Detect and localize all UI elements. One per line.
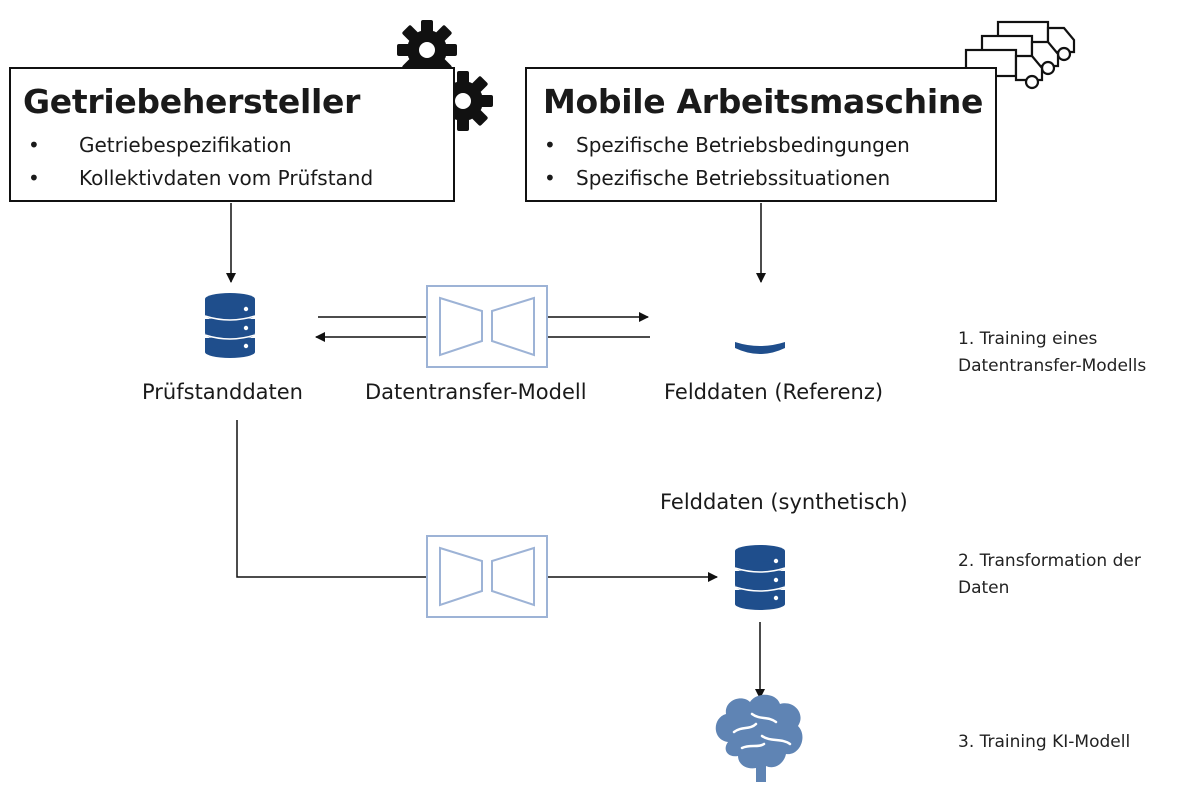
autoencoder-icon: [426, 535, 548, 618]
bullet-icon: •: [544, 133, 556, 157]
bullet-icon: •: [28, 133, 40, 157]
connector-testbench-transform: [236, 420, 427, 578]
bullet-text: Spezifische Betriebssituationen: [576, 166, 891, 190]
database-icon: [204, 293, 256, 358]
autoencoder-icon: [426, 285, 548, 368]
step-2-line-2: Daten: [958, 578, 1010, 598]
test-bench-data-label: Prüfstanddaten: [142, 380, 303, 404]
machine-box: Mobile Arbeitsmaschine • Spezifische Bet…: [525, 67, 997, 202]
transfer-model-label: Datentransfer-Modell: [365, 380, 587, 404]
step-2-line-1: 2. Transformation der: [958, 551, 1141, 571]
step-2: 2. Transformation der Daten: [958, 548, 1141, 602]
field-data-synthetic-label: Felddaten (synthetisch): [660, 490, 908, 514]
step-1-line-1: 1. Training eines: [958, 329, 1098, 349]
database-partial-icon: [735, 342, 785, 354]
field-data-reference-label: Felddaten (Referenz): [664, 380, 884, 404]
manufacturer-title: Getriebehersteller: [23, 82, 361, 121]
trucks-icon: [964, 20, 1076, 90]
manufacturer-box: Getriebehersteller • Getriebespezifikati…: [9, 67, 455, 202]
bullet-text: Kollektivdaten vom Prüfstand: [79, 166, 374, 190]
database-icon: [734, 545, 786, 610]
step-1: 1. Training eines Datentransfer-Modells: [958, 326, 1146, 380]
bullet-icon: •: [28, 166, 40, 190]
step-1-line-2: Datentransfer-Modells: [958, 356, 1147, 376]
bullet-text: Getriebespezifikation: [79, 133, 292, 157]
machine-title: Mobile Arbeitsmaschine: [543, 82, 984, 121]
brain-icon: [715, 694, 803, 782]
step-3: 3. Training KI-Modell: [958, 729, 1130, 756]
step-3-line-1: 3. Training KI-Modell: [958, 732, 1131, 752]
bullet-text: Spezifische Betriebsbedingungen: [576, 133, 910, 157]
bullet-icon: •: [544, 166, 556, 190]
